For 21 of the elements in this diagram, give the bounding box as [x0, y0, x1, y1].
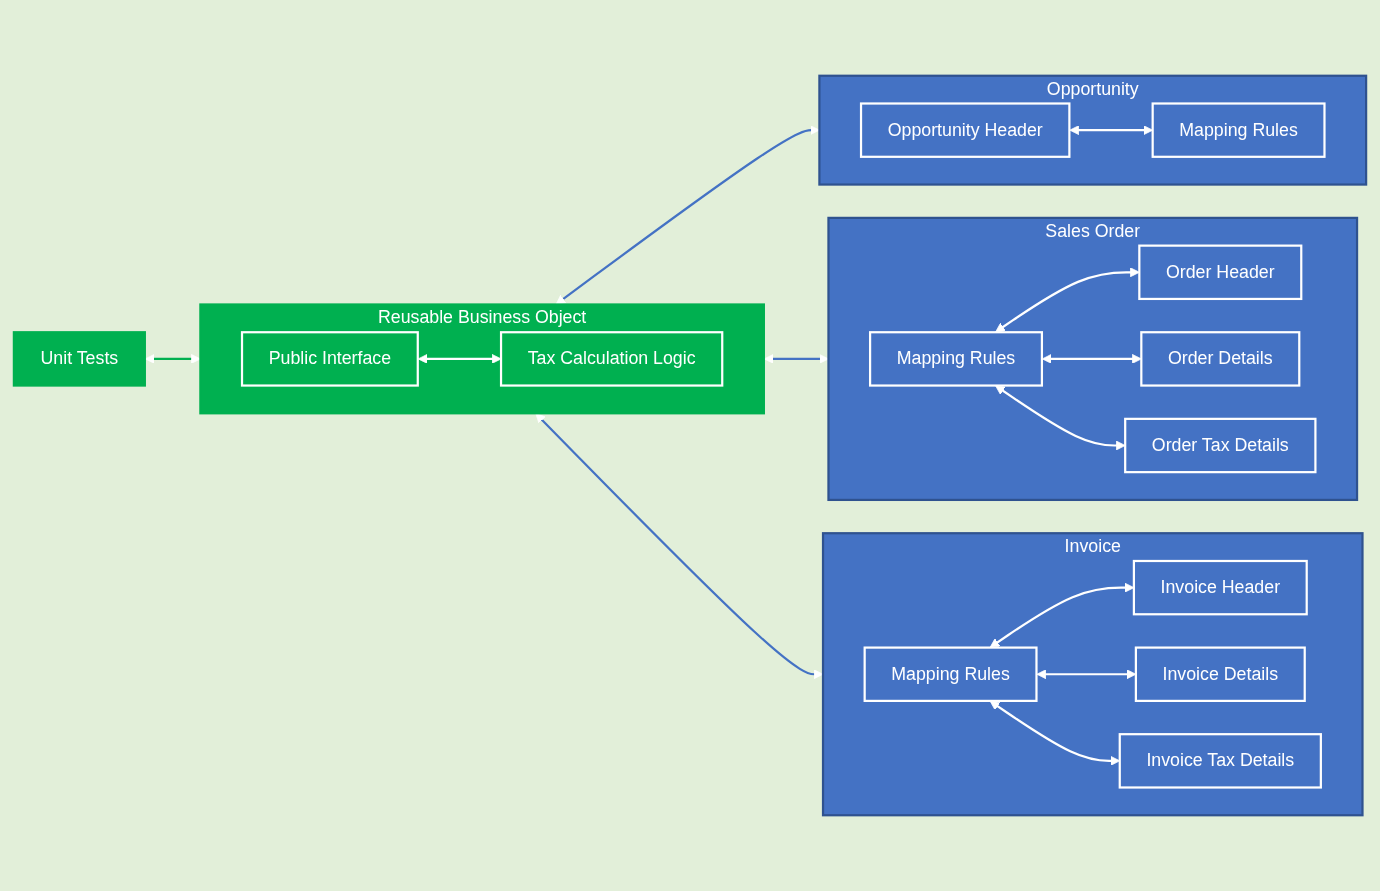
arrow: [535, 413, 824, 680]
node-box: Order Tax Details: [1124, 417, 1317, 474]
arrow: [555, 125, 820, 305]
arrow: [995, 267, 1140, 333]
node-box: Mapping Rules: [863, 646, 1038, 702]
node-box: Unit Tests: [12, 331, 146, 387]
arrow: [1041, 354, 1142, 364]
node-box: Order Header: [1138, 244, 1303, 301]
arrow: [995, 385, 1126, 451]
node-box: Opportunity Header: [859, 102, 1071, 158]
arrow: [417, 354, 502, 364]
node-box: Invoice Tax Details: [1118, 733, 1322, 789]
node-box: Public Interface: [240, 331, 419, 387]
node-box: Tax Calculation Logic: [499, 331, 724, 387]
node-box: Invoice Details: [1134, 646, 1306, 702]
node-box: Invoice Header: [1132, 559, 1308, 616]
node-box: Order Details: [1140, 331, 1301, 387]
arrow: [144, 354, 201, 364]
arrow: [763, 354, 829, 364]
node-box: Mapping Rules: [869, 331, 1043, 387]
node-box: Mapping Rules: [1151, 102, 1326, 158]
